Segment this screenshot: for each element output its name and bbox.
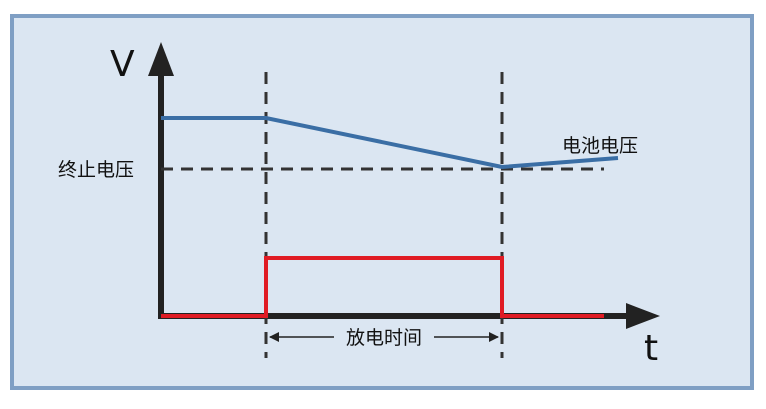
cutoff-voltage-label: 终止电压	[58, 159, 134, 181]
battery-voltage-curve	[161, 116, 619, 170]
discharge-time-label: 放电时间	[346, 327, 422, 349]
x-axis-label: t	[644, 328, 658, 369]
y-axis-label: V	[110, 44, 135, 85]
y-axis-arrow	[148, 42, 174, 76]
battery-voltage-label: 电池电压	[562, 135, 638, 157]
x-axis-arrow	[626, 303, 660, 329]
discharge-pulse	[161, 256, 604, 318]
